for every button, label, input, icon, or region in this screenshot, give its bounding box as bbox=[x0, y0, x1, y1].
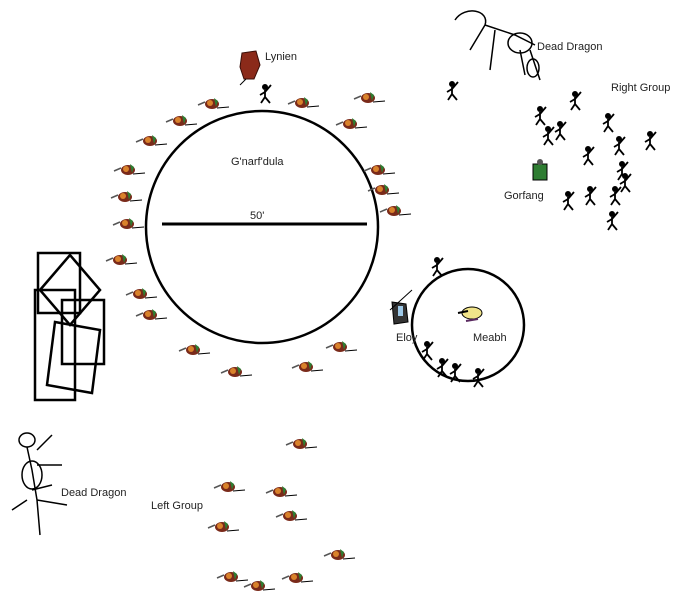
goblin-token[interactable] bbox=[325, 341, 358, 352]
dead-dragon-left-label: Dead Dragon bbox=[61, 487, 127, 499]
left-group-label: Left Group bbox=[151, 500, 203, 512]
goblin-token[interactable] bbox=[105, 254, 138, 265]
skeleton-token[interactable] bbox=[644, 131, 657, 151]
skeleton-token[interactable] bbox=[436, 358, 449, 378]
skeleton-token[interactable] bbox=[584, 186, 597, 206]
skeleton-token[interactable] bbox=[609, 186, 622, 206]
skeleton-token[interactable] bbox=[421, 341, 434, 361]
goblin-token[interactable] bbox=[265, 486, 298, 497]
skeleton-token[interactable] bbox=[449, 363, 462, 383]
goblin-token[interactable] bbox=[287, 97, 320, 108]
goblin-token[interactable] bbox=[291, 361, 324, 372]
goblin-token[interactable] bbox=[197, 98, 230, 109]
skeleton-token[interactable] bbox=[446, 81, 459, 101]
skeleton-token[interactable] bbox=[562, 191, 575, 211]
meabh-token[interactable] bbox=[457, 306, 483, 322]
goblin-token[interactable] bbox=[367, 184, 400, 195]
skeleton-token[interactable] bbox=[613, 136, 626, 156]
eloy-label: Eloy bbox=[396, 332, 418, 344]
goblin-token[interactable] bbox=[285, 438, 318, 449]
gorfang-token[interactable] bbox=[532, 159, 548, 181]
dead-dragon-top-label: Dead Dragon bbox=[537, 41, 603, 53]
goblin-token[interactable] bbox=[125, 288, 158, 299]
skeleton-token[interactable] bbox=[582, 146, 595, 166]
goblin-token[interactable] bbox=[135, 309, 168, 320]
right-group-label: Right Group bbox=[611, 82, 671, 94]
goblin-token[interactable] bbox=[112, 218, 145, 229]
goblin-token[interactable] bbox=[178, 344, 211, 355]
goblin-token[interactable] bbox=[110, 191, 143, 202]
gnarfdula-area-circle bbox=[144, 109, 380, 345]
skeleton-token[interactable] bbox=[534, 106, 547, 126]
goblin-token[interactable] bbox=[281, 572, 314, 583]
goblin-token[interactable] bbox=[165, 115, 198, 126]
goblin-token[interactable] bbox=[135, 135, 168, 146]
building-outlines bbox=[33, 251, 106, 402]
skeleton-token[interactable] bbox=[542, 126, 555, 146]
distance-label: 50' bbox=[250, 210, 265, 222]
dead-dragon-top-skeleton bbox=[454, 10, 541, 81]
skeleton-token[interactable] bbox=[472, 368, 485, 388]
lynien-token[interactable] bbox=[239, 50, 261, 86]
skeleton-token[interactable] bbox=[259, 84, 272, 104]
skeleton-token[interactable] bbox=[431, 257, 444, 277]
eloy-token[interactable] bbox=[389, 289, 413, 325]
goblin-token[interactable] bbox=[323, 549, 356, 560]
goblin-tokens bbox=[105, 92, 412, 591]
gorfang-label: Gorfang bbox=[504, 190, 544, 202]
goblin-token[interactable] bbox=[113, 164, 146, 175]
skeleton-token[interactable] bbox=[619, 173, 632, 193]
goblin-token[interactable] bbox=[363, 164, 396, 175]
goblin-token[interactable] bbox=[275, 510, 308, 521]
meabh-label: Meabh bbox=[473, 332, 507, 344]
goblin-token[interactable] bbox=[243, 580, 276, 591]
skeleton-token[interactable] bbox=[606, 211, 619, 231]
goblin-token[interactable] bbox=[213, 481, 246, 492]
dead-dragon-left-skeleton bbox=[11, 432, 68, 536]
skeleton-token[interactable] bbox=[569, 91, 582, 111]
goblin-token[interactable] bbox=[353, 92, 386, 103]
skeleton-token[interactable] bbox=[602, 113, 615, 133]
meabh-area-circle bbox=[410, 267, 526, 383]
gnarfdula-label: G'narf'dula bbox=[231, 156, 284, 168]
goblin-token[interactable] bbox=[379, 205, 412, 216]
lynien-label: Lynien bbox=[265, 51, 298, 63]
goblin-token[interactable] bbox=[207, 521, 240, 532]
goblin-token[interactable] bbox=[335, 118, 368, 129]
skeleton-token[interactable] bbox=[554, 121, 567, 141]
goblin-token[interactable] bbox=[216, 571, 249, 582]
skeleton-warrior-tokens bbox=[259, 81, 657, 388]
goblin-token[interactable] bbox=[220, 366, 253, 377]
